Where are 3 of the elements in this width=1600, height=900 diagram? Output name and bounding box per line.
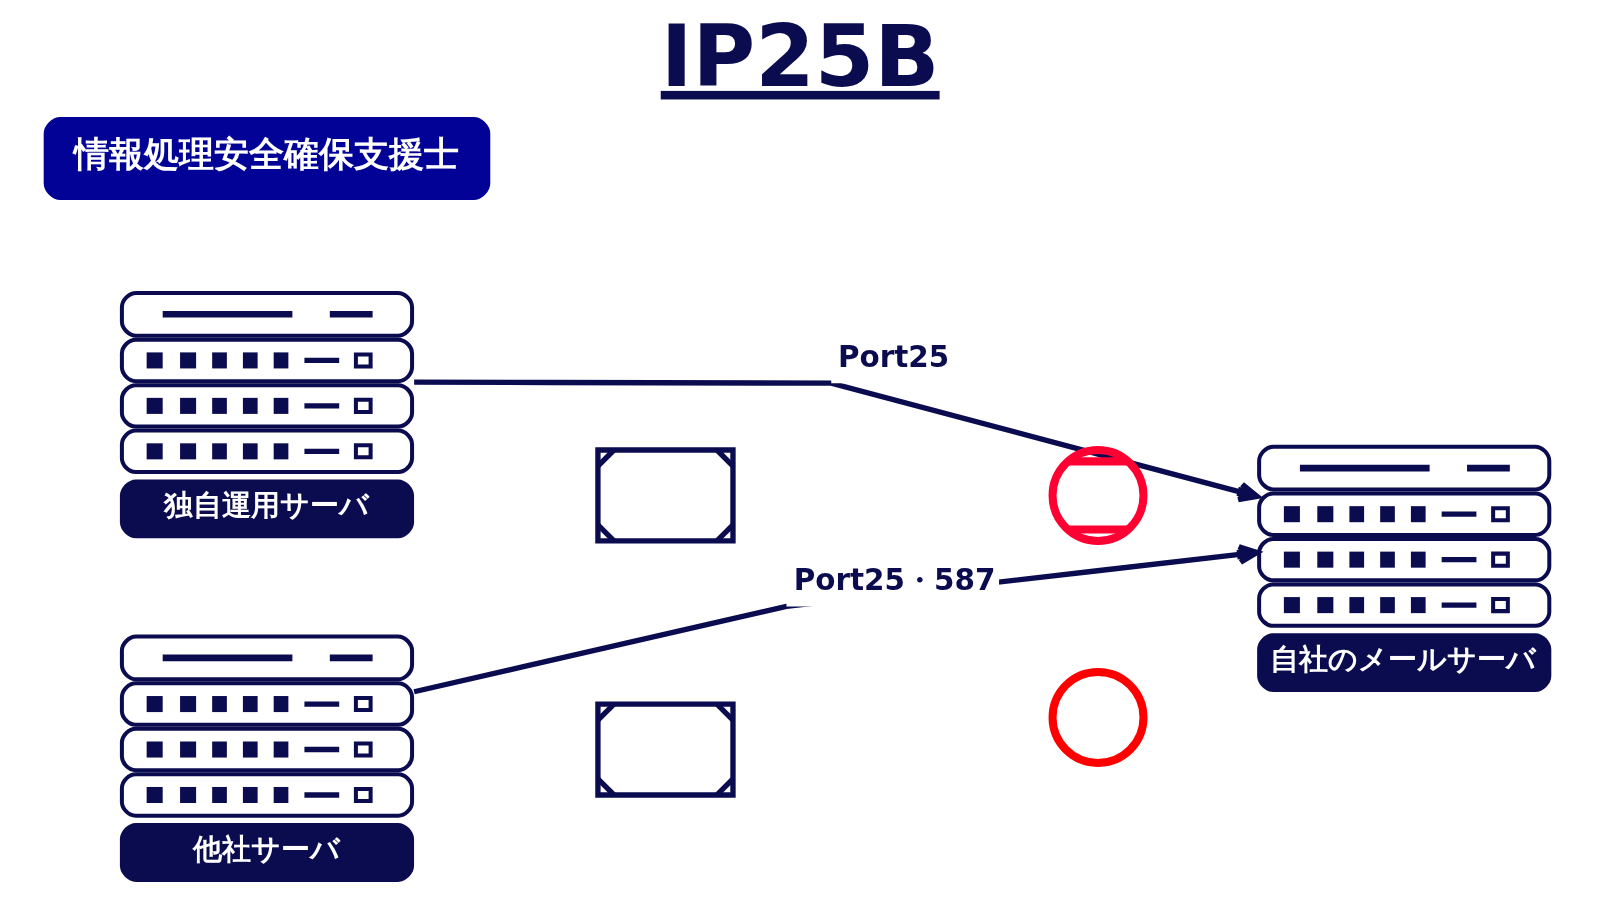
edge-label: Port25・587	[793, 562, 995, 597]
diagram-title: IP25B	[660, 6, 940, 106]
edge-label: Port25	[837, 339, 949, 374]
